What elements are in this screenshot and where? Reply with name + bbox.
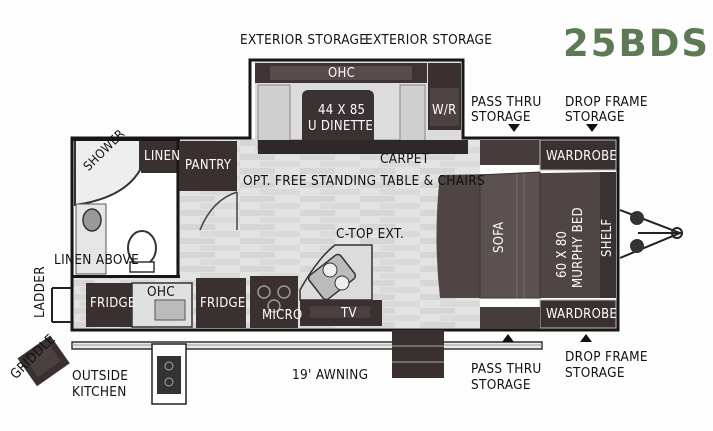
label-bed-type: MURPHY BED [571, 207, 586, 288]
label-fridge-inside: FRIDGE [200, 296, 246, 311]
label-table-chairs: OPT. FREE STANDING TABLE & CHAIRS [243, 173, 485, 189]
label-sofa: SOFA [492, 221, 507, 253]
label-pantry: PANTRY [185, 158, 232, 173]
label-awning: 19' AWNING [292, 367, 369, 383]
label-outside-kitchen-1: OUTSIDE [72, 368, 129, 384]
wr-inner [430, 88, 459, 126]
wardrobe-top [539, 139, 617, 171]
entry-steps [392, 330, 444, 378]
outer-walls [70, 58, 620, 332]
label-exterior-storage-left: EXTERIOR STORAGE [240, 32, 368, 48]
label-shelf: SHELF [600, 218, 615, 257]
label-pass-thru-top-2: STORAGE [471, 109, 531, 125]
label-wardrobe-top: WARDROBE [546, 149, 618, 164]
label-wr: W/R [432, 103, 457, 118]
arrow-pass-thru-top [508, 124, 520, 132]
label-ohc-outside: OHC [147, 284, 176, 300]
label-wardrobe-bottom: WARDROBE [546, 307, 618, 322]
label-pass-thru-top-1: PASS THRU [471, 94, 542, 110]
dinette-table [302, 90, 374, 145]
label-drop-frame-top-1: DROP FRAME [565, 94, 648, 110]
pass-thru-top [480, 140, 540, 165]
label-outside-kitchen-2: KITCHEN [72, 384, 127, 400]
ladder [51, 287, 72, 323]
label-exterior-storage-right: EXTERIOR STORAGE [365, 32, 493, 48]
label-pass-thru-bottom-1: PASS THRU [471, 361, 542, 377]
ohc-inner [270, 66, 412, 80]
label-pass-thru-bottom-2: STORAGE [471, 377, 531, 393]
wardrobe-bottom [539, 299, 617, 329]
arrow-drop-frame-bottom [580, 334, 592, 342]
label-micro: MICRO [262, 308, 303, 323]
label-dinette-size: 44 X 85 [318, 103, 366, 118]
label-drop-frame-bottom-2: STORAGE [565, 365, 625, 381]
label-drop-frame-top-2: STORAGE [565, 109, 625, 125]
griddle [17, 335, 70, 387]
outside-kitchen-fridge [86, 283, 132, 327]
label-tv: TV [341, 306, 357, 321]
label-drop-frame-bottom-1: DROP FRAME [565, 349, 648, 365]
stove [250, 276, 298, 328]
model-name: 25BDS [563, 22, 711, 65]
label-linen-above: LINEN ABOVE [54, 252, 140, 268]
label-carpet: CARPET [380, 151, 430, 167]
label-ohc-top: OHC [328, 66, 356, 81]
arrow-pass-thru-bottom [502, 334, 514, 342]
inside-fridge [196, 278, 246, 328]
pantry [179, 141, 237, 191]
label-dinette-type: U DINETTE [308, 119, 374, 134]
label-fridge-outside: FRIDGE [90, 296, 136, 311]
label-bed-size: 60 X 80 [555, 230, 570, 278]
label-ladder: LADDER [32, 266, 48, 318]
label-linen: LINEN [144, 149, 181, 164]
linen-cabinet [141, 141, 179, 173]
shelf [600, 172, 616, 298]
arrow-drop-frame-top [586, 124, 598, 132]
label-ctop-ext: C-TOP EXT. [336, 226, 405, 242]
pass-thru-bottom [480, 307, 540, 329]
